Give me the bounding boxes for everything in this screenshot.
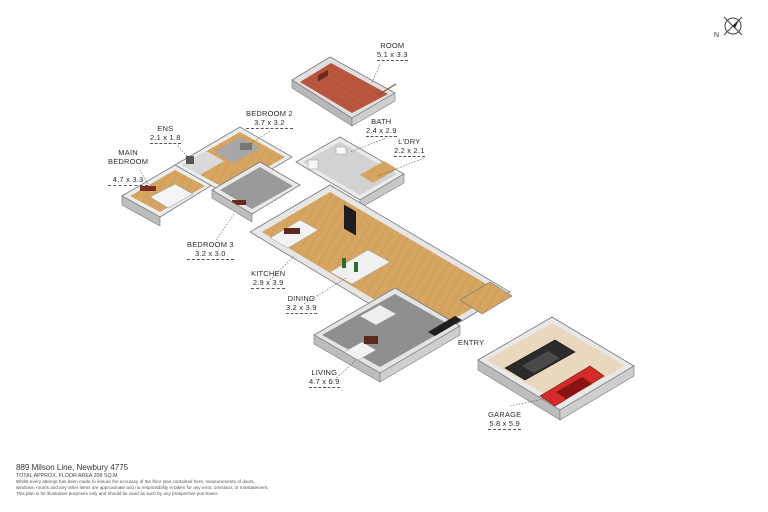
bath-name: BATH (371, 117, 392, 126)
label-ens: ENS 2.1 x 1.8 (150, 124, 181, 144)
label-main-bedroom: MAIN BEDROOM 4.7 x 3.3 (108, 139, 149, 195)
bedroom3-hall (211, 161, 301, 223)
room-upstairs (291, 56, 397, 127)
disclaimer-text: Whilst every attempt has been made to en… (16, 479, 269, 496)
bedroom-wing (121, 126, 293, 227)
total-floor-area: TOTAL APPROX. FLOOR AREA 208 SQ.M (16, 473, 118, 479)
compass-rose-icon (723, 16, 743, 36)
garage-name: GARAGE (488, 410, 522, 419)
label-leaders (139, 64, 549, 407)
bedroom2-name: BEDROOM 2 (246, 109, 293, 118)
label-bath: BATH 2.4 x 2.9 (366, 117, 397, 137)
mainbed-name: MAIN BEDROOM (108, 148, 149, 166)
ldry-dims: 2.2 x 2.1 (394, 146, 425, 157)
entry-name: ENTRY (458, 338, 485, 347)
label-garage: GARAGE 5.8 x 5.9 (488, 410, 522, 430)
compass-north-label: N (714, 32, 720, 39)
room-dims: 5.1 x 3.3 (377, 50, 408, 61)
ldry-name: L'DRY (398, 137, 421, 146)
property-address: 889 Milson Line, Newbury 4775 (16, 463, 129, 472)
label-laundry: L'DRY 2.2 x 2.1 (394, 137, 425, 157)
bedroom2-dims: 3.7 x 3.2 (246, 118, 293, 129)
label-dining: DINING 3.2 x 3.9 (286, 294, 317, 314)
label-bedroom-3: BEDROOM 3 3.2 x 3.0 (187, 240, 234, 260)
living-dims: 4.7 x 6.9 (309, 377, 340, 388)
dining-dims: 3.2 x 3.9 (286, 303, 317, 314)
bath-dims: 2.4 x 2.9 (366, 126, 397, 137)
dining-name: DINING (287, 294, 316, 303)
label-bedroom-2: BEDROOM 2 3.7 x 3.2 (246, 109, 293, 129)
ens-dims: 2.1 x 1.8 (150, 133, 181, 144)
garage-block (477, 316, 635, 421)
mainbed-dims: 4.7 x 3.3 (108, 175, 149, 186)
compass: N (712, 12, 748, 48)
plan-footer: 889 Milson Line, Newbury 4775 TOTAL APPR… (16, 463, 436, 497)
label-kitchen: KITCHEN 2.9 x 3.9 (251, 269, 286, 289)
label-room: ROOM 5.1 x 3.3 (377, 41, 408, 61)
room-name: ROOM (380, 41, 405, 50)
kitchen-dims: 2.9 x 3.9 (251, 278, 286, 289)
kitchen-name: KITCHEN (251, 269, 286, 278)
label-living: LIVING 4.7 x 6.9 (309, 368, 340, 388)
garage-dims: 5.8 x 5.9 (488, 419, 522, 430)
living-name: LIVING (311, 368, 338, 377)
label-entry: ENTRY (458, 338, 484, 347)
bath-laundry (295, 136, 405, 209)
bedroom3-name: BEDROOM 3 (187, 240, 234, 249)
ens-name: ENS (157, 124, 174, 133)
main-living-area (249, 184, 513, 383)
bedroom3-dims: 3.2 x 3.0 (187, 249, 234, 260)
